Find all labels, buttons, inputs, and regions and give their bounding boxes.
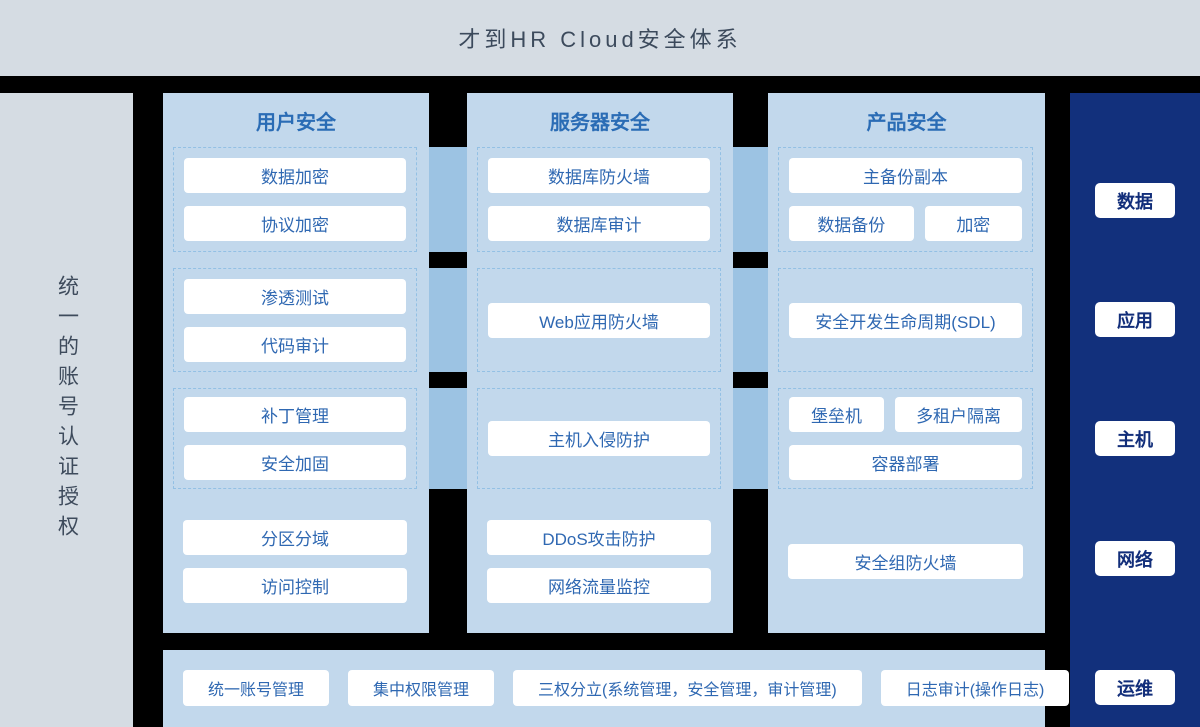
- security-group: 分区分域 访问控制: [173, 489, 417, 633]
- column-title: 服务器安全: [550, 111, 650, 134]
- layer-chip-host: 主机: [1095, 421, 1175, 456]
- connector-bridge: [429, 147, 467, 252]
- column-title: 产品安全: [866, 111, 947, 134]
- security-group: 安全开发生命周期(SDL): [778, 268, 1033, 372]
- left-rail-unified-auth: 统一的账号认证授权: [0, 93, 133, 727]
- bottom-bar-governance: 统一账号管理 集中权限管理 三权分立(系统管理，安全管理，审计管理) 日志审计(…: [163, 650, 1070, 727]
- security-group: 堡垒机 多租户隔离 容器部署: [778, 388, 1033, 489]
- security-group: DDoS攻击防护 网络流量监控: [477, 489, 721, 633]
- security-item-chip: 协议加密: [184, 206, 406, 241]
- column-user-security: 用户安全 数据加密 协议加密 渗透测试 代码审计 补丁管理 安全加固 分区分域 …: [163, 93, 429, 633]
- security-item-chip: 安全加固: [184, 445, 406, 480]
- security-item-chip: 堡垒机: [789, 397, 885, 432]
- security-group: 补丁管理 安全加固: [173, 388, 417, 489]
- chip-row: 数据备份 加密: [789, 206, 1022, 241]
- left-rail-label: 统一的账号认证授权: [55, 275, 79, 545]
- security-item-chip: 主备份副本: [789, 158, 1022, 193]
- security-item-chip: 数据库防火墙: [488, 158, 710, 193]
- security-group: 渗透测试 代码审计: [173, 268, 417, 372]
- security-item-chip: 代码审计: [184, 326, 406, 362]
- security-item-chip: 数据库审计: [488, 206, 710, 241]
- page-title: 才到HR Cloud安全体系: [458, 27, 742, 52]
- bottom-item-unified-account: 统一账号管理: [183, 670, 330, 706]
- column-product-security: 产品安全 主备份副本 数据备份 加密 安全开发生命周期(SDL) 堡垒机 多租户…: [768, 93, 1045, 633]
- security-item-chip: 数据备份: [789, 206, 914, 241]
- right-rail-layers: 数据 应用 主机 网络 运维: [1070, 93, 1200, 727]
- security-group: 主机入侵防护: [477, 388, 721, 489]
- connector-bridge: [733, 147, 768, 252]
- security-group: 数据库防火墙 数据库审计: [477, 147, 721, 252]
- security-item-chip: 安全组防火墙: [788, 543, 1023, 579]
- column-title: 用户安全: [256, 111, 336, 134]
- security-item-chip: 容器部署: [789, 445, 1022, 480]
- security-item-chip: 数据加密: [184, 158, 406, 193]
- security-item-chip: 网络流量监控: [487, 567, 711, 603]
- column-server-security: 服务器安全 数据库防火墙 数据库审计 Web应用防火墙 主机入侵防护 DDoS攻…: [467, 93, 733, 633]
- security-item-chip: 补丁管理: [184, 397, 406, 432]
- bottom-item-central-permission: 集中权限管理: [348, 670, 495, 706]
- connector-bridge: [733, 388, 768, 489]
- security-item-chip: DDoS攻击防护: [487, 519, 711, 555]
- title-band: 才到HR Cloud安全体系: [0, 0, 1200, 76]
- security-item-chip: 安全开发生命周期(SDL): [789, 302, 1022, 338]
- security-item-chip: 访问控制: [183, 567, 407, 603]
- layer-chip-data: 数据: [1095, 183, 1175, 218]
- security-group: Web应用防火墙: [477, 268, 721, 372]
- layer-chip-application: 应用: [1095, 302, 1175, 337]
- security-item-chip: 主机入侵防护: [488, 421, 710, 456]
- security-item-chip: 渗透测试: [184, 278, 406, 314]
- layer-chip-operations: 运维: [1095, 670, 1175, 705]
- bottom-item-log-audit: 日志审计(操作日志): [880, 670, 1070, 706]
- security-group: 数据加密 协议加密: [173, 147, 417, 252]
- security-item-chip: 分区分域: [183, 519, 407, 555]
- chip-row: 堡垒机 多租户隔离: [789, 397, 1022, 432]
- security-item-chip: 加密: [924, 206, 1022, 241]
- security-item-chip: Web应用防火墙: [488, 302, 710, 338]
- security-item-chip: 多租户隔离: [895, 397, 1022, 432]
- bottom-item-separation-of-powers: 三权分立(系统管理，安全管理，审计管理): [513, 670, 862, 706]
- security-group: 主备份副本 数据备份 加密: [778, 147, 1033, 252]
- connector-bridge: [733, 268, 768, 372]
- layer-chip-network: 网络: [1095, 541, 1175, 576]
- security-group: 安全组防火墙: [778, 489, 1033, 633]
- connector-bridge: [429, 388, 467, 489]
- connector-bridge: [429, 268, 467, 372]
